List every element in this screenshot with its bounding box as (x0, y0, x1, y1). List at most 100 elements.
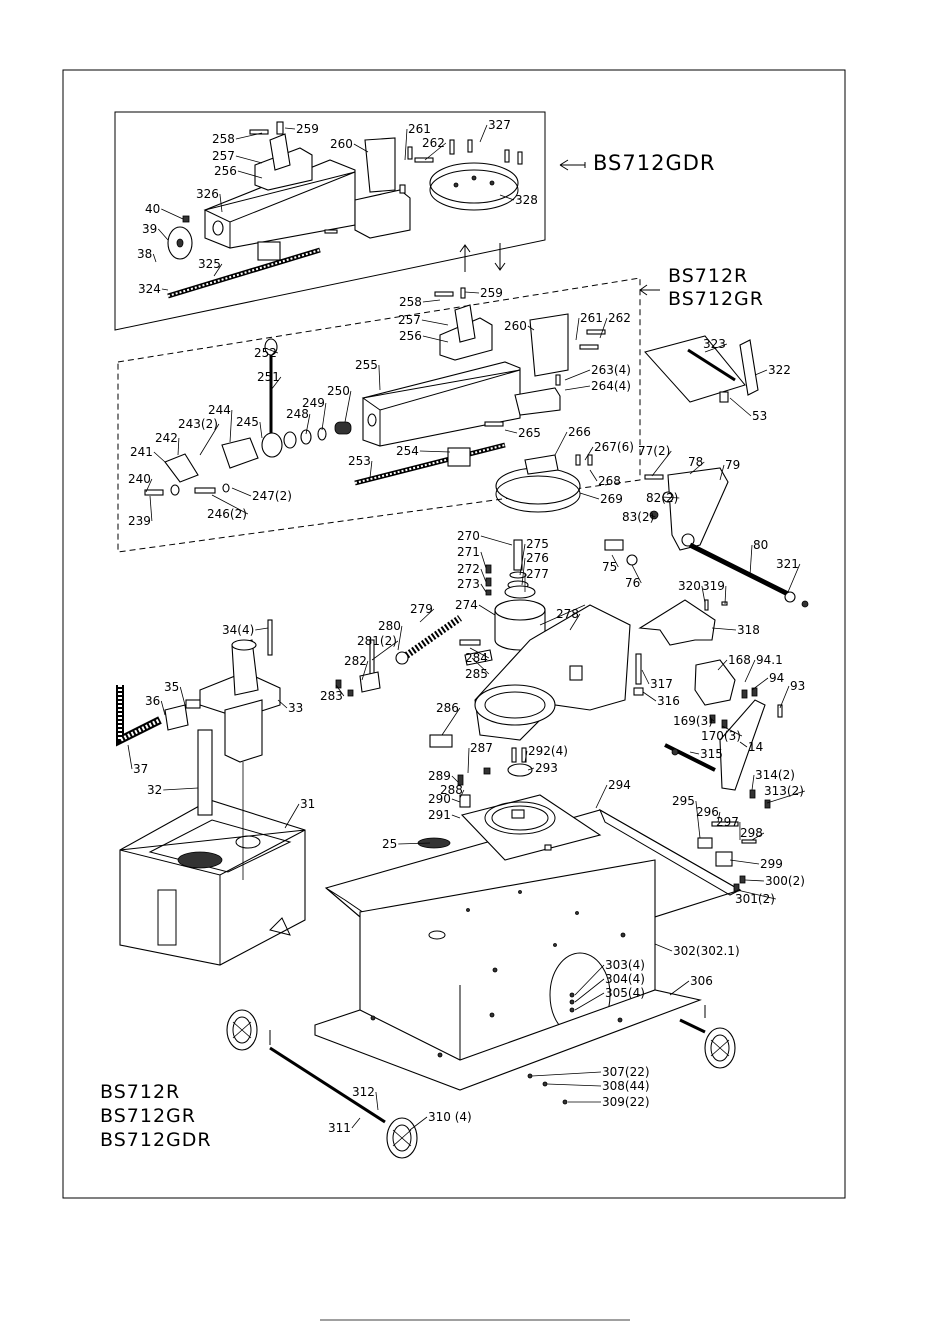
page-frame (62, 69, 846, 1199)
leader-line (546, 1083, 602, 1087)
part-callout: 94 (769, 671, 784, 685)
leader-line (729, 859, 760, 865)
leader-line (689, 461, 705, 475)
small-parts-left-mid (335, 639, 493, 697)
part-callout: 36 (145, 694, 160, 708)
leader-line (574, 978, 605, 1003)
part-callout: 309(22) (602, 1095, 650, 1109)
leader-line (255, 627, 269, 631)
part-callout: 80 (753, 538, 768, 552)
leader-line (579, 492, 600, 500)
top-assembly-box (114, 111, 546, 331)
part-callout: 251 (257, 370, 280, 384)
leader-line (284, 803, 300, 829)
leader-line (145, 478, 153, 493)
leader-line (235, 132, 263, 140)
leader-line (574, 992, 605, 1011)
part-callout: 260 (504, 319, 527, 333)
leader-line (564, 369, 591, 381)
leader-line (469, 647, 490, 659)
part-callout: 318 (737, 623, 760, 637)
leader-line (751, 774, 755, 791)
model-label-mid-2: BS712GR (668, 288, 764, 310)
leader-line (471, 657, 490, 675)
part-callout: 169(3) (673, 714, 713, 728)
part-callout: 257 (398, 313, 421, 327)
leader-line (404, 128, 408, 161)
leader-line (689, 751, 700, 755)
leader-line (719, 464, 725, 481)
leader-line (344, 390, 352, 423)
leader-line (353, 143, 369, 153)
leader-line (375, 1091, 379, 1111)
part-callout: 34(4) (222, 623, 254, 637)
leader-line (480, 551, 487, 569)
part-callout: 246(2) (207, 507, 247, 521)
part-callout: 248 (286, 407, 309, 421)
part-callout: 307(22) (602, 1065, 650, 1079)
part-callout: 287 (470, 741, 493, 755)
part-callout: 38 (137, 247, 152, 261)
part-callout: 260 (330, 137, 353, 151)
wheels (226, 992, 736, 1159)
leader-line (149, 495, 153, 522)
part-callout: 305(4) (605, 986, 645, 1000)
part-callout: 261 (580, 311, 603, 325)
leader-line (717, 811, 721, 823)
part-callout: 319 (702, 579, 725, 593)
leader-line (161, 208, 184, 220)
leader-line (721, 725, 743, 737)
leader-line (779, 685, 790, 709)
leader-line (459, 789, 465, 799)
leader-line (754, 369, 768, 376)
leader-line (787, 563, 801, 593)
part-callout: 290 (428, 792, 451, 806)
part-callout: 93 (790, 679, 805, 693)
part-callout: 274 (455, 598, 478, 612)
part-callout: 267(6) (594, 440, 634, 454)
arrow-left-icon (559, 159, 586, 171)
leader-line (177, 437, 180, 456)
part-callout: 262 (422, 136, 445, 150)
part-callout: 293 (535, 761, 558, 775)
part-callout: 263(4) (591, 363, 631, 377)
leader-line (701, 585, 706, 604)
part-callout: 325 (198, 257, 221, 271)
part-callout: 168 (728, 653, 751, 667)
leader-line (519, 543, 526, 576)
part-callout: 266 (568, 425, 591, 439)
part-callout: 295 (672, 794, 695, 808)
scale-286 (429, 734, 453, 748)
leader-line (631, 564, 642, 584)
leader-line (479, 124, 488, 143)
part-callout: 315 (700, 747, 723, 761)
leader-line (237, 170, 263, 179)
leader-line (527, 325, 535, 331)
part-callout: 261 (408, 122, 431, 136)
leader-line (157, 228, 169, 241)
part-callout: 259 (296, 122, 319, 136)
leader-line (464, 291, 480, 294)
leader-line (480, 583, 487, 593)
leader-line (451, 798, 461, 803)
leader-line (335, 684, 345, 697)
part-callout: 82(2) (646, 491, 678, 505)
part-callout: 326 (196, 187, 219, 201)
part-callout: 294 (608, 778, 631, 792)
part-callout: 258 (399, 295, 422, 309)
part-callout: 306 (690, 974, 713, 988)
leader-line (595, 784, 608, 809)
part-callout: 285 (465, 667, 488, 681)
part-callout: 300(2) (765, 874, 805, 888)
arrow-left-icon (639, 284, 660, 296)
part-callout: 291 (428, 808, 451, 822)
part-callout: 259 (480, 286, 503, 300)
part-callout: 25 (382, 837, 397, 851)
leader-line (451, 814, 461, 819)
leader-line (321, 402, 327, 431)
part-callout: 37 (133, 762, 148, 776)
part-callout: 284 (465, 651, 488, 665)
arrow-down-icon (494, 243, 506, 271)
part-callout: 244 (208, 403, 231, 417)
leader-line (584, 446, 594, 461)
